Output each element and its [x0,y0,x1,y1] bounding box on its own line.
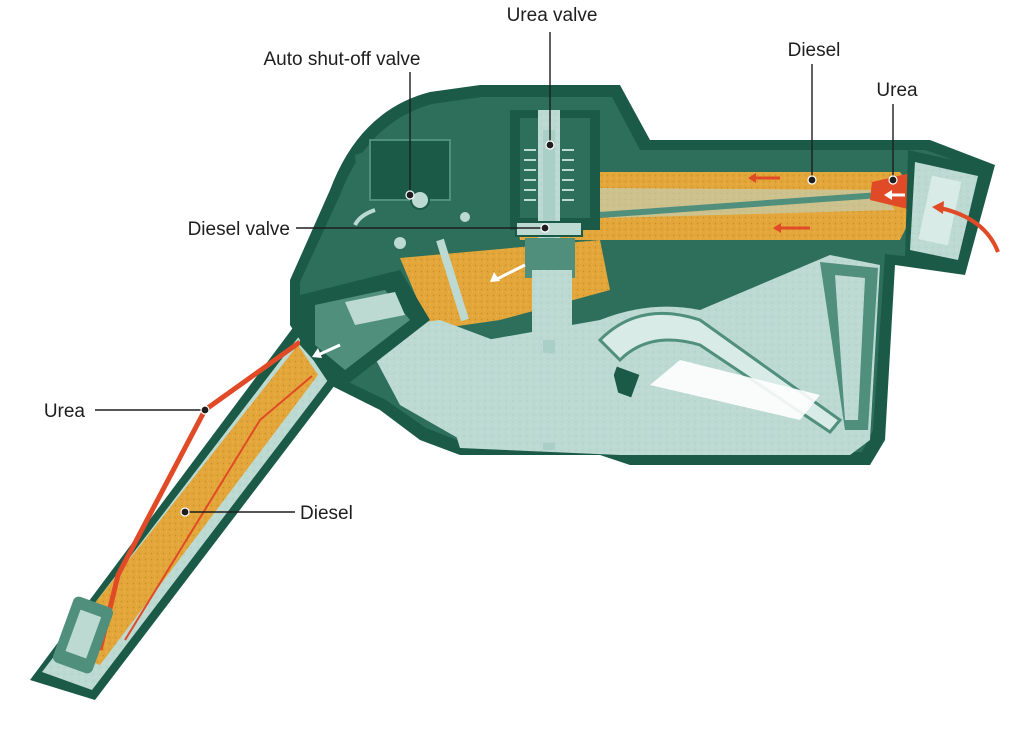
label-diesel-valve: Diesel valve [188,219,290,240]
label-urea-top: Urea [876,80,918,101]
callout-dot-diesel-valve [540,223,550,233]
callout-dot-urea-left [200,405,210,415]
callout-dot-shutoff [405,190,415,200]
callouts [95,32,898,517]
lower-housing [300,270,630,445]
label-auto-shutoff-valve: Auto shut-off valve [263,49,420,70]
labels: Urea valve Auto shut-off valve Diesel Ur… [44,5,918,524]
spout-arrow [317,343,341,357]
label-urea-left: Urea [44,401,86,422]
label-diesel-bottom: Diesel [300,503,353,524]
flow-arrows [312,173,1000,358]
inflow-curve-arrow [939,206,1000,253]
urea-inlet [870,172,915,210]
callout-dot-urea-top [888,175,898,185]
callout-dot-diesel-bottom [180,507,190,517]
label-diesel-top: Diesel [788,40,841,61]
urea-valve-spring [524,149,574,201]
trigger-lever [597,311,843,434]
diesel-arrow-down [494,263,526,282]
label-urea-valve: Urea valve [507,5,598,26]
spout-diesel-channel [58,345,318,665]
callout-dot-urea-valve [545,140,555,150]
spout-urea-line-inner [124,375,313,641]
callout-dot-diesel-top [807,175,817,185]
